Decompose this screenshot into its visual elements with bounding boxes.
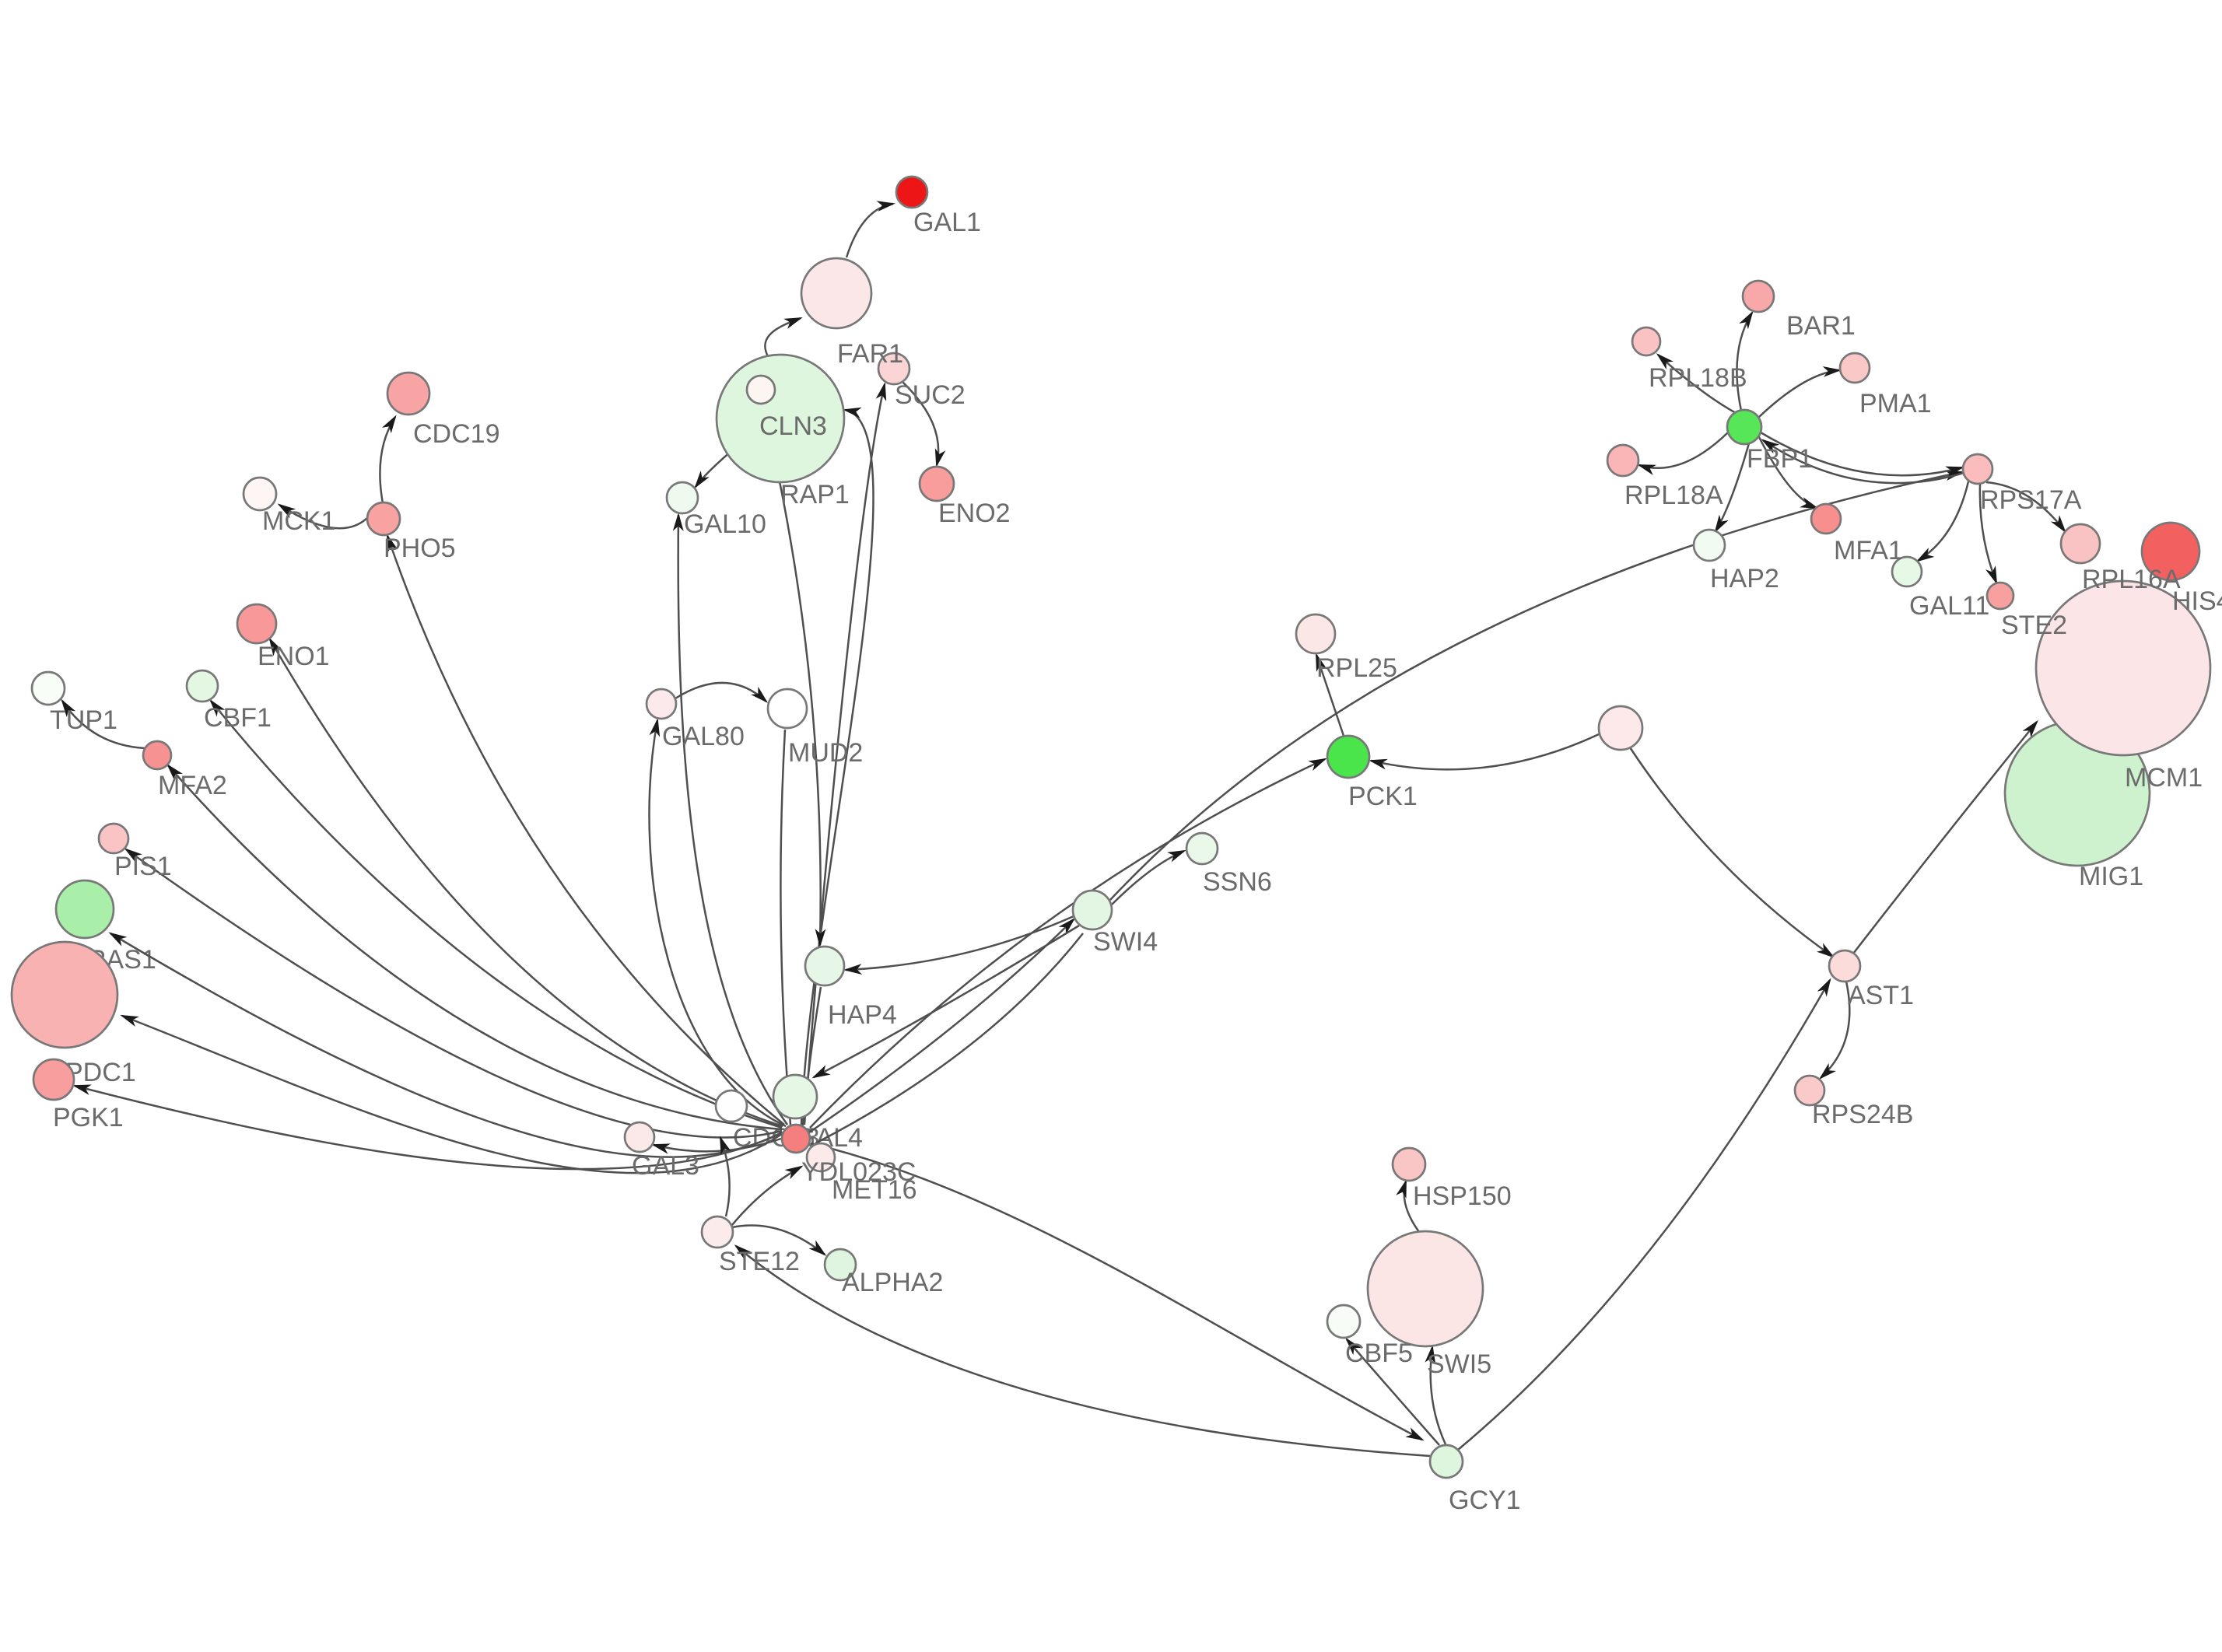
- svg-text:HAP2: HAP2: [1710, 564, 1779, 593]
- svg-text:RPS24B: RPS24B: [1812, 1100, 1913, 1129]
- svg-text:MIG1: MIG1: [2079, 862, 2143, 891]
- svg-text:GAL80: GAL80: [662, 722, 745, 751]
- svg-text:MCM1: MCM1: [2125, 763, 2203, 793]
- svg-text:GAL3: GAL3: [632, 1151, 699, 1181]
- svg-text:FAR1: FAR1: [837, 339, 903, 369]
- svg-text:PCK1: PCK1: [1348, 782, 1418, 811]
- svg-text:CBF5: CBF5: [1345, 1339, 1413, 1368]
- svg-text:RAP1: RAP1: [780, 480, 850, 509]
- svg-text:PIS1: PIS1: [114, 852, 172, 881]
- svg-text:RPL18A: RPL18A: [1624, 481, 1723, 510]
- svg-text:MCK1: MCK1: [262, 506, 335, 536]
- svg-text:CBF1: CBF1: [204, 703, 272, 733]
- svg-text:GAL11: GAL11: [1909, 591, 1989, 621]
- svg-text:CDC19: CDC19: [413, 419, 499, 449]
- svg-text:GAL1: GAL1: [913, 208, 981, 237]
- svg-text:RPL25: RPL25: [1316, 653, 1397, 683]
- svg-text:YDL023C: YDL023C: [801, 1157, 916, 1187]
- svg-text:TUP1: TUP1: [50, 705, 117, 735]
- svg-text:AST1: AST1: [1848, 981, 1914, 1010]
- svg-text:STE2: STE2: [2001, 611, 2067, 640]
- svg-text:MFA1: MFA1: [1834, 536, 1903, 565]
- svg-text:HIS4: HIS4: [2172, 586, 2222, 616]
- svg-text:PHO5: PHO5: [384, 534, 456, 563]
- svg-text:PMA1: PMA1: [1859, 389, 1932, 418]
- svg-text:ALPHA2: ALPHA2: [842, 1268, 943, 1297]
- svg-text:STE12: STE12: [719, 1247, 800, 1276]
- svg-text:CLN3: CLN3: [759, 411, 827, 441]
- svg-text:SWI4: SWI4: [1093, 927, 1158, 957]
- svg-text:RPS17A: RPS17A: [1980, 485, 2082, 515]
- svg-text:HAP4: HAP4: [828, 1000, 897, 1030]
- svg-text:PGK1: PGK1: [53, 1103, 124, 1132]
- svg-text:SSN6: SSN6: [1203, 867, 1272, 897]
- svg-text:GAL10: GAL10: [684, 509, 766, 539]
- svg-text:SUC2: SUC2: [895, 380, 966, 410]
- svg-text:BAR1: BAR1: [1786, 311, 1856, 341]
- svg-text:HSP150: HSP150: [1413, 1181, 1512, 1211]
- svg-text:SWI5: SWI5: [1427, 1349, 1491, 1379]
- svg-text:ENO2: ENO2: [938, 499, 1011, 528]
- svg-text:GCY1: GCY1: [1449, 1486, 1521, 1515]
- svg-text:PDC1: PDC1: [65, 1058, 136, 1087]
- svg-text:RPL16A: RPL16A: [2082, 565, 2181, 594]
- svg-text:FBP1: FBP1: [1747, 444, 1813, 474]
- svg-text:MUD2: MUD2: [788, 738, 863, 768]
- svg-text:MFA2: MFA2: [158, 771, 227, 800]
- svg-text:RPL18B: RPL18B: [1649, 363, 1747, 393]
- svg-text:ENO1: ENO1: [258, 642, 330, 671]
- svg-text:MET16: MET16: [832, 1175, 917, 1205]
